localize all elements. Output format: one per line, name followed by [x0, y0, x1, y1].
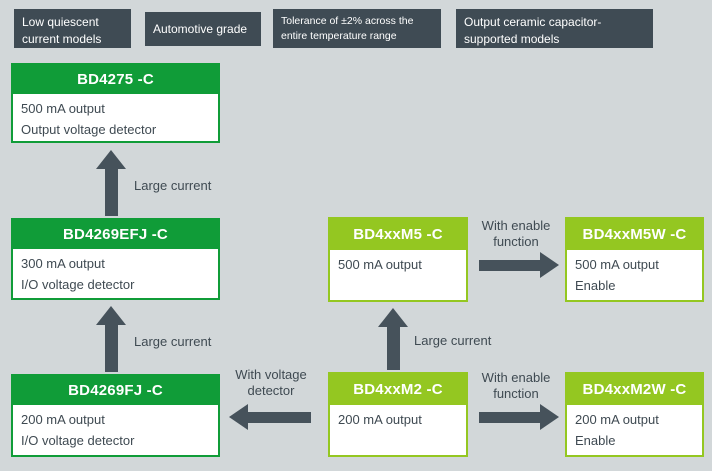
arrow-right-icon — [479, 404, 559, 430]
product-title: BD4xxM2W -C — [567, 374, 702, 405]
arrow-label-with-enable: With enable function — [481, 370, 551, 402]
product-box-bd4xxm5: BD4xxM5 -C 500 mA output — [328, 217, 468, 302]
arrow-left-icon — [229, 404, 311, 430]
feature-tag-ceramic-capacitor: Output ceramic capacitor- supported mode… — [456, 9, 653, 48]
arrow-right-icon — [479, 252, 559, 278]
product-box-bd4269fj: BD4269FJ -C 200 mA output I/O voltage de… — [11, 374, 220, 457]
arrow-up-icon — [96, 150, 126, 216]
product-feature-line: 500 mA output — [21, 101, 105, 116]
product-feature-line: 200 mA output — [21, 412, 105, 427]
product-box-bd4xxm2w: BD4xxM2W -C 200 mA output Enable — [565, 372, 704, 457]
product-feature-line: Enable — [575, 432, 616, 448]
product-feature-line: Enable — [575, 277, 616, 293]
feature-tag-tolerance: Tolerance of ±2% across the entire tempe… — [273, 9, 441, 48]
product-feature-line: Output voltage detector — [21, 121, 157, 137]
feature-tag-automotive-grade: Automotive grade — [145, 12, 261, 46]
product-feature-line: 300 mA output — [21, 256, 105, 271]
product-feature-line: 500 mA output — [575, 257, 659, 272]
product-feature-line: 500 mA output — [338, 257, 422, 272]
feature-tag-low-quiescent: Low quiescent current models — [14, 9, 131, 48]
arrow-label-large-current: Large current — [134, 334, 212, 349]
product-title: BD4269EFJ -C — [13, 220, 218, 249]
arrow-up-icon — [96, 306, 126, 372]
product-box-bd4275: BD4275 -C 500 mA output Output voltage d… — [11, 63, 220, 143]
product-feature-line: I/O voltage detector — [21, 276, 135, 292]
product-box-bd4xxm5w: BD4xxM5W -C 500 mA output Enable — [565, 217, 704, 302]
product-title: BD4269FJ -C — [13, 376, 218, 405]
arrow-label-large-current: Large current — [414, 333, 492, 348]
product-title: BD4275 -C — [13, 65, 218, 94]
arrow-label-with-enable: With enable function — [481, 218, 551, 250]
arrow-label-with-voltage-detector: With voltage detector — [235, 367, 307, 399]
product-box-bd4269efj: BD4269EFJ -C 300 mA output I/O voltage d… — [11, 218, 220, 300]
product-feature-line: I/O voltage detector — [21, 432, 135, 448]
product-feature-line: 200 mA output — [575, 412, 659, 427]
arrow-label-large-current: Large current — [134, 178, 212, 193]
arrow-up-icon — [378, 308, 408, 370]
product-title: BD4xxM2 -C — [330, 374, 466, 405]
product-title: BD4xxM5 -C — [330, 219, 466, 250]
product-feature-line: 200 mA output — [338, 412, 422, 427]
product-box-bd4xxm2: BD4xxM2 -C 200 mA output — [328, 372, 468, 457]
product-title: BD4xxM5W -C — [567, 219, 702, 250]
